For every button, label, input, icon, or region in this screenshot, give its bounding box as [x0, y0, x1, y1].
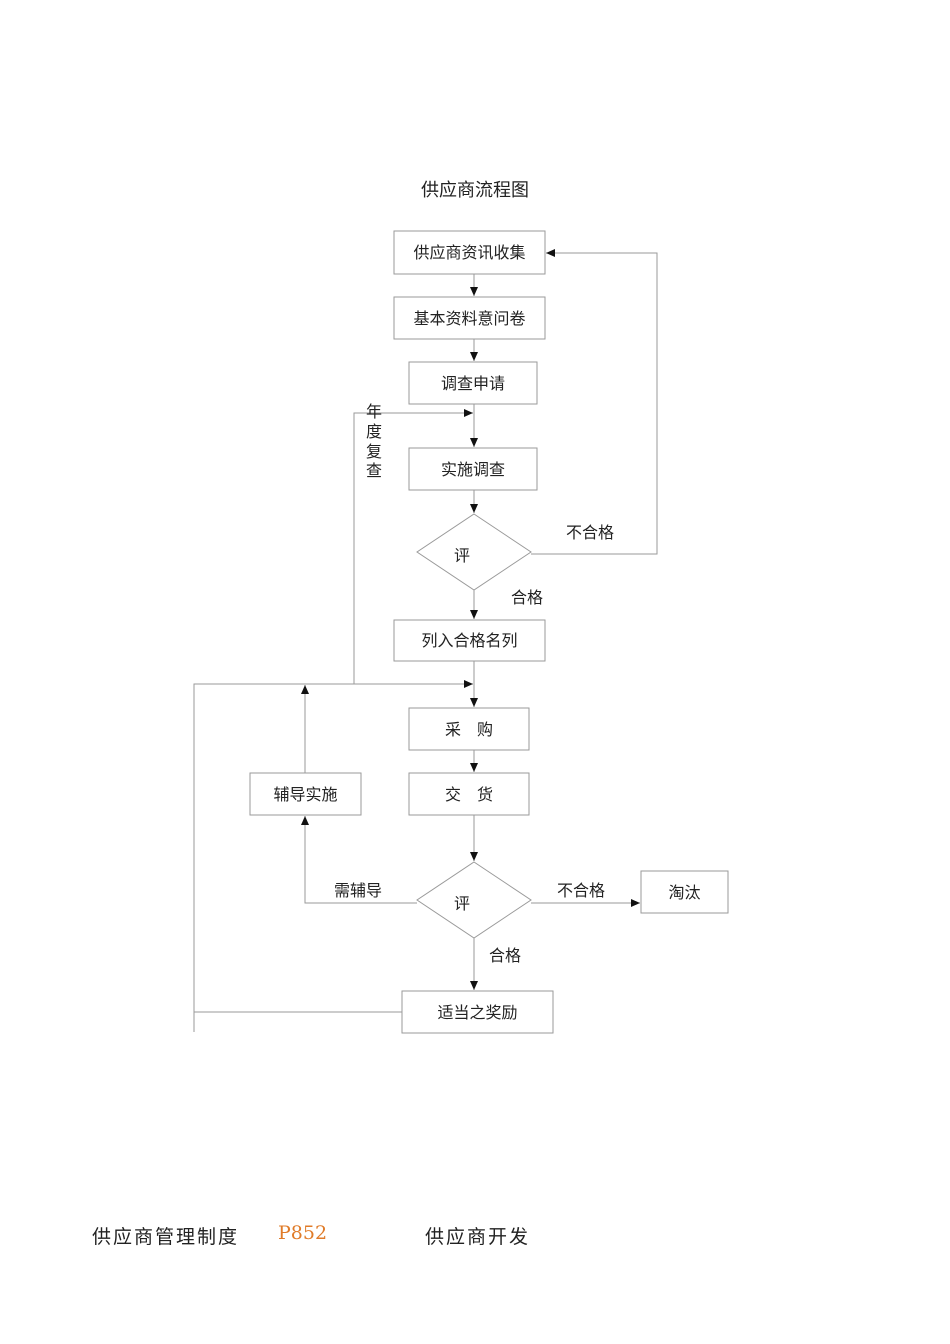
footer-right: 供应商开发	[425, 1226, 531, 1248]
label-annual-review: 年 度 复 查	[366, 402, 382, 480]
label-pass-2: 合格	[489, 946, 521, 965]
node-guidance-label: 辅导实施	[273, 785, 337, 804]
label-fail-1: 不合格	[566, 523, 614, 542]
node-eliminate: 淘汰	[640, 870, 729, 914]
node-purchase: 采 购	[408, 707, 530, 751]
node-eliminate-label: 淘汰	[668, 883, 700, 902]
label-fail-2: 不合格	[557, 881, 605, 900]
node-eval2: 评	[416, 861, 532, 939]
node-qualified-list: 列入合格名列	[393, 619, 546, 662]
node-questionnaire: 基本资料意问卷	[393, 296, 546, 340]
label-annual-review-char: 复	[366, 442, 382, 461]
node-purchase-label: 采 购	[445, 720, 493, 739]
node-guidance: 辅导实施	[249, 772, 362, 816]
edge-annual-review	[353, 409, 473, 684]
page-title: 供应商流程图	[421, 180, 529, 201]
node-eval2-label: 评	[454, 894, 470, 913]
node-delivery-label: 交 货	[445, 785, 493, 804]
node-apply: 调查申请	[408, 361, 538, 405]
footer-left: 供应商管理制度	[92, 1226, 240, 1248]
node-apply-label: 调查申请	[441, 374, 505, 393]
node-collect-label: 供应商资讯收集	[413, 243, 525, 262]
node-survey-label: 实施调查	[441, 460, 505, 479]
node-questionnaire-label: 基本资料意问卷	[413, 309, 525, 328]
label-pass-1: 合格	[511, 588, 543, 607]
label-annual-review-char: 年	[366, 402, 382, 421]
node-qualified-list-label: 列入合格名列	[421, 631, 517, 650]
edge-eval1-fail-to-collect	[531, 249, 658, 555]
node-collect: 供应商资讯收集	[393, 230, 546, 275]
footer-code: P852	[278, 1222, 328, 1244]
label-need-guidance: 需辅导	[334, 881, 382, 900]
node-eval1: 评	[416, 513, 532, 591]
node-reward: 适当之奖励	[401, 990, 554, 1034]
node-eval1-label: 评	[454, 546, 470, 565]
label-annual-review-char: 查	[366, 461, 382, 480]
label-annual-review-char: 度	[366, 422, 382, 441]
node-delivery: 交 货	[408, 772, 530, 816]
node-survey: 实施调查	[408, 447, 538, 491]
node-reward-label: 适当之奖励	[437, 1003, 517, 1022]
edge-eval2-guidance	[301, 816, 417, 904]
edge-reward-loop	[193, 680, 473, 1013]
